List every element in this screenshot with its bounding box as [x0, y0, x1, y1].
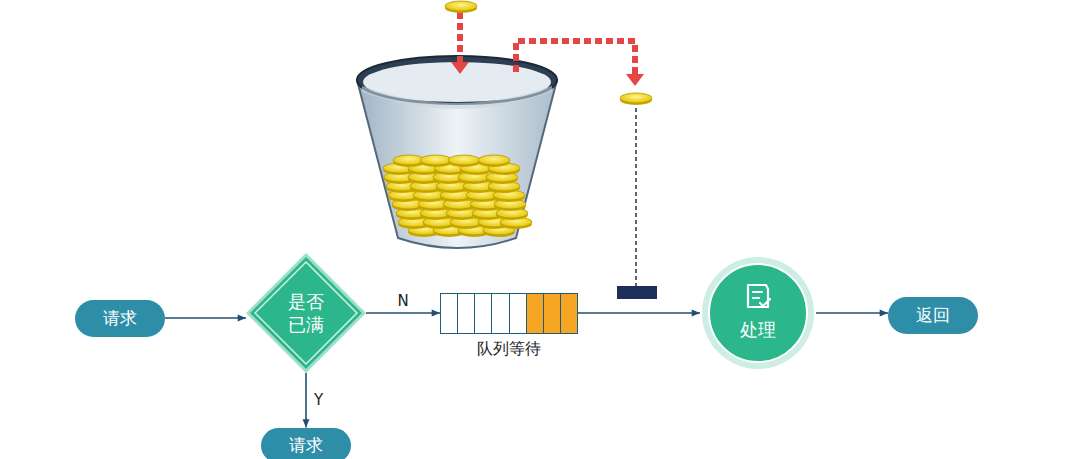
node-label: 队列等待 [477, 339, 541, 360]
process-circle: 处理 [700, 255, 816, 371]
edge-label: N [395, 293, 410, 310]
edge-label: Y [312, 392, 325, 409]
node-label: 请求 [103, 307, 137, 330]
flow-arrow [578, 309, 700, 316]
terminal-pill: 返回 [888, 297, 978, 334]
bucket-body [357, 80, 557, 248]
token-coin [620, 93, 652, 105]
token-gate-bar [617, 286, 657, 299]
terminal-pill: 请求 [75, 300, 165, 337]
decision-diamond: 是否 已满 [246, 253, 366, 373]
circle-outline [700, 255, 816, 371]
token-dashed-line [635, 108, 637, 286]
node-label: 处理 [740, 318, 776, 342]
node-label: 返回 [916, 304, 950, 327]
token-coin [445, 1, 477, 13]
node-label: 请求 [289, 434, 323, 457]
coin-pile [383, 155, 532, 237]
terminal-pill: 请求 [261, 428, 351, 459]
node-label: 是否 已满 [285, 290, 326, 337]
flow-arrow [165, 314, 246, 321]
flow-arrow [302, 373, 309, 428]
token-out-arrow [516, 41, 635, 76]
flow-arrow [816, 309, 888, 316]
flow-arrow [366, 309, 440, 316]
token-in-arrow [457, 12, 463, 64]
queue-box: 队列等待 [440, 293, 578, 334]
queue-cells [441, 294, 577, 333]
diamond-outline [246, 253, 366, 373]
